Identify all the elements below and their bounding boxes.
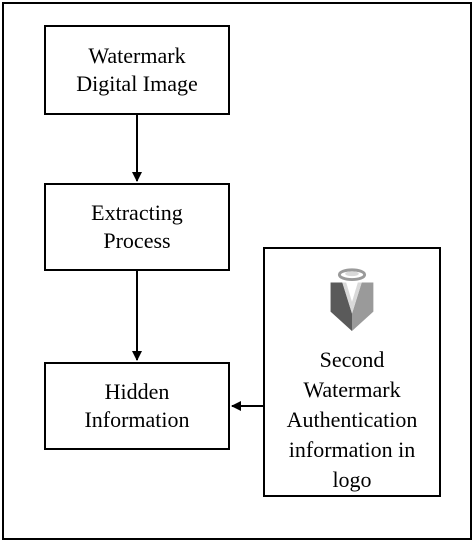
extracting-process-line-1: Extracting: [91, 200, 183, 225]
second-watermark-line-3: Authentication: [286, 407, 418, 432]
second-watermark-box: Second Watermark Authentication informat…: [263, 247, 441, 497]
hidden-information-line-1: Hidden: [104, 379, 170, 404]
watermark-digital-image-line-1: Watermark: [88, 43, 186, 68]
shield-logo-icon: [330, 268, 374, 332]
second-watermark-line-1: Second: [319, 347, 385, 372]
hidden-information-line-2: Information: [84, 407, 190, 432]
extracting-process-box: Extracting Process: [44, 183, 230, 271]
second-watermark-line-4: information in: [288, 437, 416, 462]
hidden-information-box: Hidden Information: [44, 362, 230, 450]
watermark-digital-image-box: Watermark Digital Image: [44, 25, 230, 115]
second-watermark-line-5: logo: [332, 467, 372, 492]
extracting-process-line-2: Process: [103, 228, 171, 253]
watermark-digital-image-line-2: Digital Image: [76, 71, 198, 96]
second-watermark-line-2: Watermark: [303, 377, 401, 402]
